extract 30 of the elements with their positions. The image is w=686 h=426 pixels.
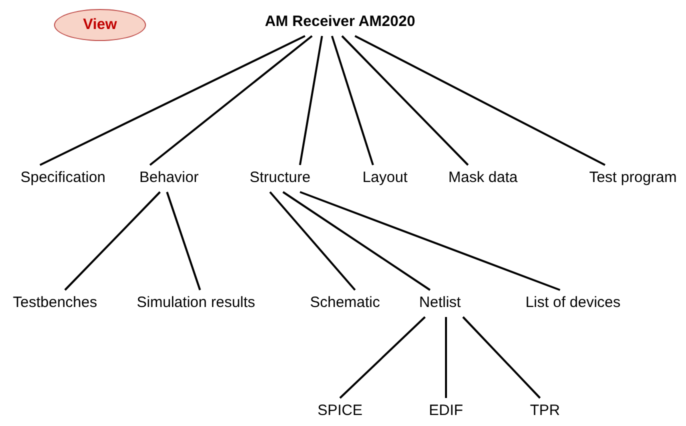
- tree-label: Behavior: [129, 166, 209, 190]
- tree-label: EDIF: [421, 399, 471, 423]
- tree-label: Specification: [6, 166, 120, 190]
- root-title: AM Receiver AM2020: [245, 10, 435, 34]
- tree-label: Test program: [582, 166, 684, 190]
- connector-line: [64, 191, 161, 291]
- view-ellipse: View: [54, 9, 146, 41]
- tree-label: TPR: [525, 399, 565, 423]
- tree-label: List of devices: [510, 291, 636, 315]
- tree-label: Netlist: [410, 291, 470, 315]
- tree-label: Simulation results: [120, 291, 272, 315]
- connector-line: [282, 191, 431, 291]
- connector-line: [331, 36, 374, 166]
- connector-line: [269, 191, 356, 291]
- connector-line: [299, 36, 323, 166]
- tree-label: Schematic: [301, 291, 389, 315]
- connector-line: [149, 35, 313, 166]
- connector-line: [341, 35, 469, 166]
- tree-label: Mask data: [438, 166, 528, 190]
- connector-line: [40, 35, 306, 166]
- connector-line: [166, 192, 201, 290]
- connector-line: [300, 191, 560, 291]
- connector-line: [445, 317, 447, 398]
- tree-label: Structure: [238, 166, 322, 190]
- connector-line: [462, 316, 541, 399]
- tree-label: Layout: [355, 166, 415, 190]
- tree-label: Testbenches: [3, 291, 107, 315]
- connector-line: [354, 35, 606, 166]
- tree-label: SPICE: [310, 399, 370, 423]
- connector-line: [339, 316, 426, 399]
